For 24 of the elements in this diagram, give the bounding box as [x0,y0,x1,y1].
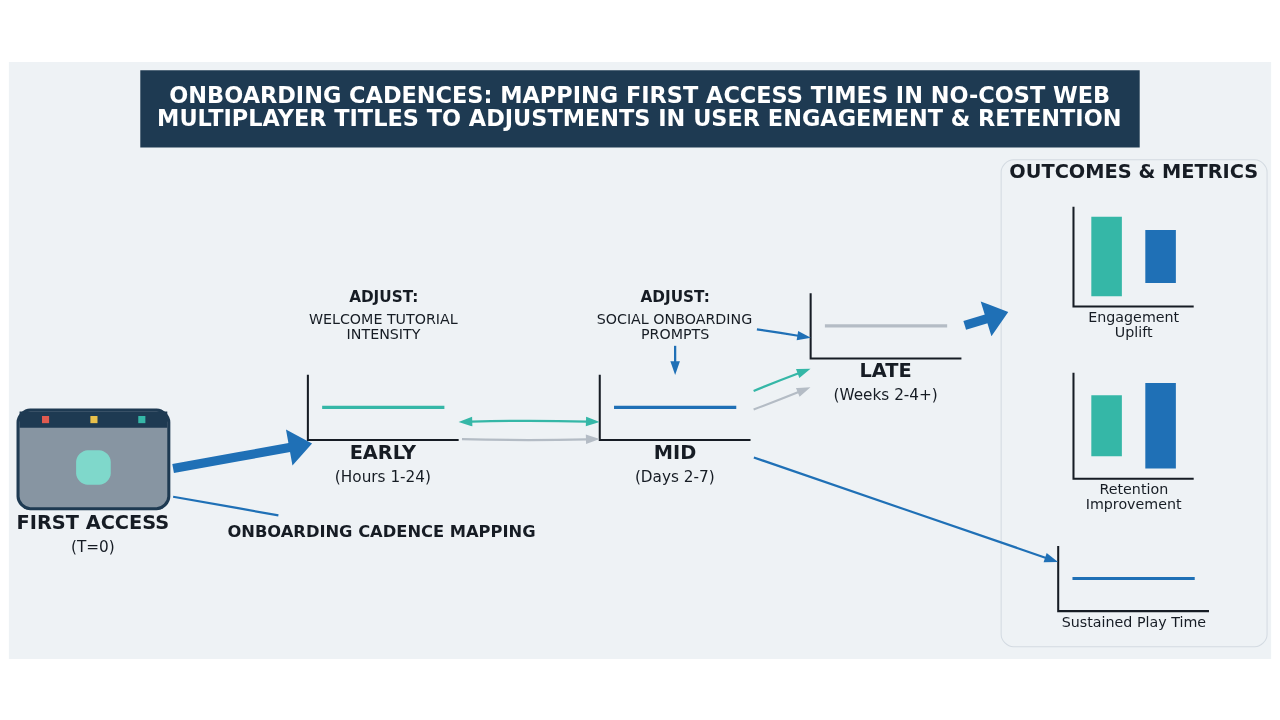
node-label: (Weeks 2-4+) [833,385,938,404]
node-label: (Days 2-7) [634,467,715,486]
node-label: LATE [859,358,912,382]
node-text: ONBOARDING CADENCE MAPPING [227,521,536,541]
node-label: Retention Improvement [1085,480,1182,512]
arrow [753,368,811,392]
node-text: ADJUST: SOCIAL ONBOARDING PROMPTS [596,287,753,342]
node-label: Engagement Uplift [1088,308,1180,340]
arrow [458,416,600,426]
arrow [753,455,1059,562]
arrow [461,434,600,444]
node-label: Sustained Play Time [1061,613,1207,630]
node-label: (Hours 1-24) [334,467,432,486]
node-text: ADJUST: WELCOME TUTORIAL INTENSITY [308,287,458,342]
node-label: FIRST ACCESS [16,510,170,534]
node-label: (T=0) [71,537,115,556]
connector [172,495,279,516]
arrow [172,429,313,473]
node-label: EARLY [349,440,417,464]
arrow [753,386,811,410]
node-label: MID [653,440,697,464]
arrow [756,327,811,340]
arrow [963,300,1009,336]
diagram-title: ONBOARDING CADENCES: MAPPING FIRST ACCESS TIMES IN NO-COST WEB MULTIPLAYER TITLES TO ADJUSTMENTS IN USER ENGAGEMENT & RETENTION [157,81,1122,131]
